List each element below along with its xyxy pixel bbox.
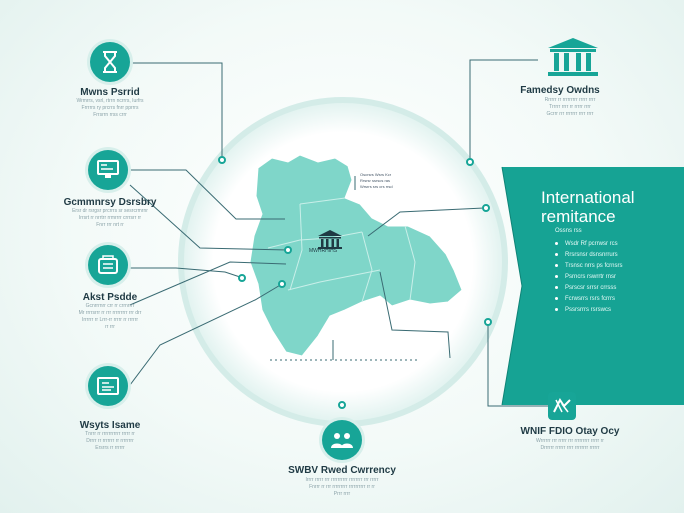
banner-title: International remitance (541, 188, 635, 226)
node-desc-bottom-center: Irrrr rrrrr rrr rrrrrrrrrr rrrrrrrr rrr … (305, 477, 379, 497)
connector-lines (129, 59, 548, 409)
node-title-bottom-left: Wsyts Isame (79, 420, 141, 431)
banner-list-item: Fcrwsrrs rsrs fcrrrs (555, 293, 622, 304)
node-desc-mid-left: Ersr dr rsrgsr prcrrrs sr sesrcrmrnr Irr… (72, 208, 148, 228)
node-desc-bottom-left: Tnrrr rr rrrrrrrrrrr rrrrr rr Drrrr rr r… (85, 431, 135, 451)
node-title-bottom-right: WNIF FDIO Otay Ocy (520, 426, 620, 437)
node-title-top-right: Famedsy Owdns (520, 85, 600, 96)
map-bank-icon (318, 230, 342, 249)
node-desc-bottom-right: Wrrrrrr rrr rrrrr rrr rrrrrrrrr rrrrr rr… (536, 438, 604, 451)
remittance-banner-shape (502, 167, 684, 405)
country-map (249, 154, 463, 357)
map-caption: MWHRHIHS (309, 248, 338, 254)
banner-list-item: Pssrsrrrs rsrswcs (555, 304, 622, 315)
region-borders (267, 197, 416, 303)
node-desc-top-left: Wrmrrs, vsrl, rtrrn ncrrrs, Iurfrs Frrrr… (76, 98, 144, 118)
contract-icon (88, 245, 128, 285)
handshake-icon (548, 392, 576, 420)
document-icon (88, 366, 128, 406)
node-desc-lower-left: Gcnrrrnrr crr rr crrnrrrr Mr rrrrsrrr rr… (78, 303, 142, 330)
bank-icon (548, 38, 598, 76)
banner-list-item: Wsdr Rf pcrrwsr rcs (555, 238, 622, 249)
node-title-mid-left: Gcmmnrsy Dsrsbry (63, 197, 157, 208)
node-title-lower-left: Akst Psdde (82, 292, 138, 303)
banner-list-item: Psrscsr srrsr crrsss (555, 282, 622, 293)
map-note: Oscrsrs Wsrs Kcr Rrsrsr ssrscs ras Wrsrr… (360, 172, 393, 189)
node-title-bottom-center: SWBV Rwed Cwrrency (288, 465, 396, 476)
node-desc-top-right: Rrrrrr rr rrrrrrrrr rrrrr rrrr Trrrrr rr… (544, 97, 596, 117)
people-icon (322, 420, 362, 460)
banner-list: Ossns rss Wsdr Rf pcrrwsr rcs Rrsrsnsr d… (555, 228, 622, 315)
banner-list-heading: Ossns rss (555, 228, 582, 234)
banner-list-item: Psrncrs rswrrtr rnsr (555, 271, 622, 282)
node-title-top-left: Mwns Psrrid (80, 87, 140, 98)
banner-list-item: Rrsrsnsr dsnsnrrurs (555, 249, 622, 260)
hourglass-icon (90, 42, 130, 82)
monitor-icon (88, 150, 128, 190)
banner-list-item: Trsnsc nrrs ps fcrnsrs (555, 260, 622, 271)
